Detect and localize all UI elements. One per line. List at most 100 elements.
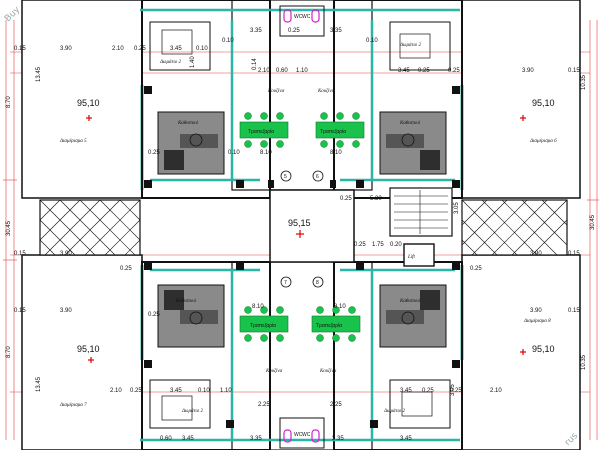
svg-text:0.25: 0.25 — [340, 196, 352, 202]
svg-text:0.15: 0.15 — [14, 308, 26, 314]
dining-table-top-left: Τραπεζαρία — [239, 112, 289, 148]
svg-text:Διαμέρισμα 5: Διαμέρισμα 5 — [59, 139, 87, 144]
svg-text:2.10: 2.10 — [490, 388, 502, 394]
svg-text:2.25: 2.25 — [330, 402, 342, 408]
bedroom-bottom-left: Δωμάτιο 2 — [149, 379, 211, 429]
dining-label: Τραπεζαρία — [320, 129, 346, 135]
svg-text:8.10: 8.10 — [260, 150, 272, 156]
hatched-bridge-right — [461, 199, 568, 256]
svg-text:0.25: 0.25 — [422, 388, 434, 394]
svg-text:8.10: 8.10 — [334, 304, 346, 310]
svg-text:30.45: 30.45 — [590, 214, 596, 230]
core-area: 95,15 — [288, 218, 311, 228]
svg-text:0.20: 0.20 — [390, 242, 402, 248]
svg-text:1.10: 1.10 — [220, 388, 232, 394]
svg-text:95,10: 95,10 — [77, 344, 100, 354]
svg-text:2.10: 2.10 — [110, 388, 122, 394]
svg-text:0.15: 0.15 — [14, 251, 26, 257]
bathroom-bottom: WC WC — [279, 417, 325, 449]
svg-text:3.45: 3.45 — [182, 436, 194, 442]
kitchen-label-top-left: Κουζίνα — [267, 88, 285, 94]
left-dimension-chain — [3, 20, 17, 440]
apartment-8-label: 95,10 Διαμέρισμα 8 — [520, 319, 555, 355]
svg-text:0.25: 0.25 — [148, 312, 160, 318]
right-dimension-chain — [587, 20, 599, 440]
svg-text:10.35: 10.35 — [581, 354, 587, 370]
svg-text:0.25: 0.25 — [130, 388, 142, 394]
svg-text:3.90: 3.90 — [522, 68, 534, 74]
svg-text:30.45: 30.45 — [6, 220, 12, 236]
living-label: Καθιστικό — [175, 299, 197, 304]
wc-label: WC — [294, 432, 303, 438]
svg-text:2.25: 2.25 — [258, 402, 270, 408]
svg-text:Διαμέρισμα 6: Διαμέρισμα 6 — [529, 139, 557, 144]
svg-text:0.25: 0.25 — [134, 46, 146, 52]
svg-text:3.90: 3.90 — [530, 251, 542, 257]
svg-text:0.15: 0.15 — [14, 46, 26, 52]
svg-text:0.25: 0.25 — [354, 242, 366, 248]
wc-label: WC — [294, 14, 303, 20]
svg-text:3.05: 3.05 — [454, 202, 460, 214]
svg-text:13.45: 13.45 — [36, 376, 42, 392]
svg-text:3.90: 3.90 — [530, 308, 542, 314]
svg-text:3.35: 3.35 — [330, 28, 342, 34]
svg-text:13.45: 13.45 — [36, 66, 42, 82]
kitchen-label-bottom-right: Κουζίνα — [319, 368, 337, 374]
dining-label: Τραπεζαρία — [316, 323, 342, 329]
svg-text:0.15: 0.15 — [568, 68, 580, 74]
living-label: Καθιστικό — [399, 121, 421, 126]
bedroom-label: Δωμάτιο 2 — [383, 409, 406, 414]
dimension-texts: 0.15 3.90 2.10 0.25 3.45 0.10 0.10 3.35 … — [14, 28, 580, 442]
stairwell — [389, 187, 453, 237]
kitchen-label-bottom-left: Κουζίνα — [265, 368, 283, 374]
svg-text:0.10: 0.10 — [198, 388, 210, 394]
svg-text:2.10: 2.10 — [112, 46, 124, 52]
svg-text:3.90: 3.90 — [60, 251, 72, 257]
svg-text:2.10: 2.10 — [258, 68, 270, 74]
svg-text:3.35: 3.35 — [250, 28, 262, 34]
bedroom-label: Δωμάτιο 2 — [159, 60, 182, 65]
apartment-6-label: 95,10 Διαμέρισμα 6 — [520, 98, 557, 144]
dining-table-bottom-left: Τραπεζαρία — [239, 306, 289, 342]
dining-table-bottom-right: Τραπεζαρία — [311, 306, 361, 342]
bedroom-label: Δωμάτιο 2 — [181, 409, 204, 414]
bedroom-label: Δωμάτιο 2 — [399, 43, 422, 48]
bedroom-top-left: Δωμάτιο 2 — [149, 21, 211, 71]
living-room-top-right: Καθιστικό — [379, 111, 447, 175]
svg-text:3.45: 3.45 — [170, 46, 182, 52]
svg-text:5: 5 — [284, 174, 287, 180]
svg-text:8.10: 8.10 — [330, 150, 342, 156]
svg-text:95,10: 95,10 — [532, 344, 555, 354]
lift-shaft: Lift — [403, 243, 435, 267]
columns — [144, 86, 460, 428]
svg-text:0.25: 0.25 — [418, 68, 430, 74]
svg-text:0.15: 0.15 — [568, 308, 580, 314]
wc-label: WC — [302, 14, 311, 20]
svg-text:8.70: 8.70 — [6, 96, 12, 108]
hatched-bridge-left — [39, 199, 141, 256]
svg-text:8.10: 8.10 — [252, 304, 264, 310]
svg-text:3.45: 3.45 — [398, 68, 410, 74]
svg-text:0.25: 0.25 — [288, 28, 300, 34]
svg-text:3.45: 3.45 — [400, 388, 412, 394]
svg-text:3.45: 3.45 — [400, 436, 412, 442]
svg-text:6: 6 — [316, 174, 319, 180]
svg-text:1.75: 1.75 — [372, 242, 384, 248]
svg-text:Διαμέρισμα 7: Διαμέρισμα 7 — [59, 403, 87, 408]
apartment-7-label: 95,10 Διαμέρισμα 7 — [59, 344, 100, 408]
svg-text:95,10: 95,10 — [77, 98, 100, 108]
bathroom-top: WC WC — [279, 5, 325, 37]
apartment-5-label: 95,10 Διαμέρισμα 5 — [59, 98, 100, 144]
svg-text:95,10: 95,10 — [532, 98, 555, 108]
kitchen-label-top-right: Κουζίνα — [317, 88, 335, 94]
svg-text:0.60: 0.60 — [276, 68, 288, 74]
balcony-top-left — [21, 0, 144, 199]
svg-text:0.10: 0.10 — [366, 38, 378, 44]
svg-text:Διαμέρισμα 8: Διαμέρισμα 8 — [523, 319, 551, 324]
bedroom-top-right: Δωμάτιο 2 — [389, 21, 451, 71]
svg-text:8: 8 — [316, 280, 319, 286]
svg-text:3.05: 3.05 — [450, 384, 456, 396]
vertical-dimension-texts: 8.70 30.45 8.70 13.45 13.45 30.45 10.35 … — [6, 56, 596, 396]
svg-text:5.30: 5.30 — [370, 196, 382, 202]
